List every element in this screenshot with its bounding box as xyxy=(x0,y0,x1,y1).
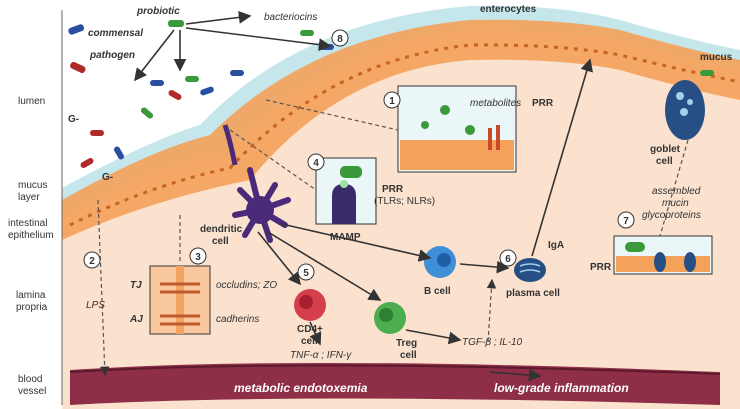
label-cadherins: cadherins xyxy=(216,314,259,325)
step-7: 7 xyxy=(623,216,629,227)
label-prr-mid: PRR xyxy=(382,184,404,195)
epithelium-nuclei-line xyxy=(69,43,740,227)
label-goblet-2: cell xyxy=(656,156,673,167)
treg-cell: Treg cell xyxy=(374,302,417,361)
label-tnf: TNF-α ; IFN-γ xyxy=(290,350,352,361)
label-gram-negative-2: G- xyxy=(102,172,113,183)
label-epithelium-2: epithelium xyxy=(8,230,54,241)
label-occludins: occludins; ZO xyxy=(216,280,277,291)
label-cd4-1: CD4+ xyxy=(297,324,323,335)
label-gram-negative-1: G- xyxy=(68,114,79,125)
dendritic-cell: dendritic cell xyxy=(200,124,291,247)
step-1: 1 xyxy=(389,96,395,107)
label-probiotic: probiotic xyxy=(136,6,180,17)
goblet-cell: goblet cell xyxy=(650,80,705,167)
label-bacteriocins: bacteriocins xyxy=(264,12,317,23)
label-mucus: mucus xyxy=(700,52,733,63)
bacteria-legend: commensal probiotic pathogen bacteriocin… xyxy=(68,6,317,183)
label-b-cell: B cell xyxy=(424,286,451,297)
label-treg-2: cell xyxy=(400,350,417,361)
label-prr-top: PRR xyxy=(532,98,554,109)
label-tlrs: (TLRs; NLRs) xyxy=(374,196,435,207)
label-mucin-2: mucin xyxy=(662,198,689,209)
blood-vessel xyxy=(69,362,721,405)
epithelium-band xyxy=(62,19,740,241)
inset-prr-mamp: PRR (TLRs; NLRs) MAMP xyxy=(315,157,435,243)
label-plasma-cell: plasma cell xyxy=(506,288,560,299)
label-blood-1: blood xyxy=(18,374,42,385)
step-8: 8 xyxy=(337,34,343,45)
dashed-arrows xyxy=(97,99,689,377)
inset-tight-junctions: TJ AJ occludins; ZO cadherins xyxy=(129,265,277,335)
label-lumen: lumen xyxy=(18,96,45,107)
step-6: 6 xyxy=(505,254,511,265)
b-cell: B cell xyxy=(424,246,456,297)
label-dendritic-1: dendritic xyxy=(200,224,243,235)
label-mucin-3: glycoproteins xyxy=(642,210,701,221)
cd4-cell: CD4+ cell xyxy=(294,289,326,347)
region-labels: lumen mucus layer intestinal epithelium … xyxy=(8,10,63,405)
label-lamina-1: lamina xyxy=(16,290,46,301)
label-enterocytes: enterocytes xyxy=(480,4,537,15)
label-metabolic-endotoxemia: metabolic endotoxemia xyxy=(234,381,368,395)
label-commensal: commensal xyxy=(88,28,143,39)
label-mamp: MAMP xyxy=(330,232,361,243)
label-prr-right: PRR xyxy=(590,262,612,273)
label-aj: AJ xyxy=(129,314,143,325)
label-mucin-1: assembled xyxy=(652,186,701,197)
label-mucus-layer-1: mucus xyxy=(18,180,47,191)
label-mucus-layer-2: layer xyxy=(18,192,40,203)
label-low-grade-inflammation: low-grade inflammation xyxy=(494,381,629,395)
step-3: 3 xyxy=(195,252,201,263)
step-4: 4 xyxy=(313,158,319,169)
label-pathogen: pathogen xyxy=(89,50,135,61)
label-iga: IgA xyxy=(548,240,564,251)
step-5: 5 xyxy=(303,268,309,279)
label-metabolites: metabolites xyxy=(470,98,521,109)
label-epithelium-1: intestinal xyxy=(8,218,47,229)
label-goblet-1: goblet xyxy=(650,144,681,155)
step-markers: 1 2 3 4 5 6 7 8 xyxy=(83,29,635,281)
label-blood-2: vessel xyxy=(18,386,46,397)
label-tj: TJ xyxy=(130,280,142,291)
label-treg-1: Treg xyxy=(396,338,417,349)
inset-mucin-prr: assembled mucin glycoproteins PRR xyxy=(590,186,713,275)
label-lamina-2: propria xyxy=(16,302,48,313)
label-lps: LPS xyxy=(86,300,105,311)
label-cd4-2: cell xyxy=(301,336,318,347)
label-tgf: TGF-β ; IL-10 xyxy=(462,337,523,348)
inset-metabolites-prr: metabolites PRR xyxy=(397,85,554,173)
label-dendritic-2: cell xyxy=(212,236,229,247)
step-2: 2 xyxy=(89,256,95,267)
pathway-arrows xyxy=(134,11,593,382)
plasma-cell: plasma cell IgA xyxy=(506,240,564,299)
